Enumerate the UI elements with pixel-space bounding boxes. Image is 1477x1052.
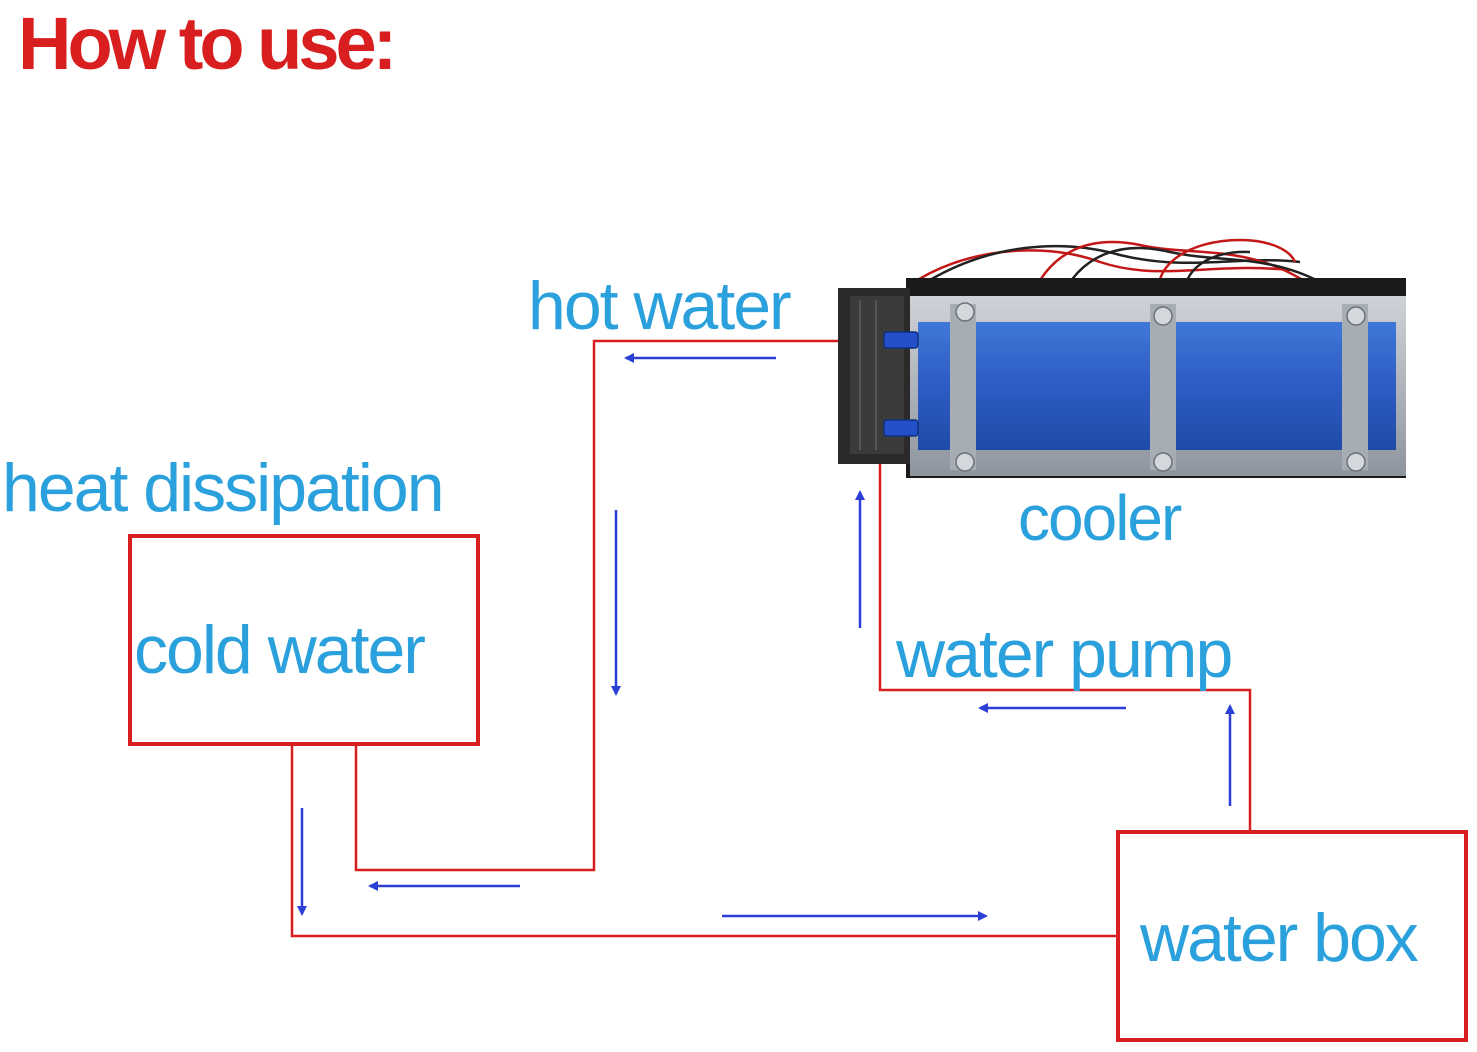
cooler-device (838, 238, 1406, 478)
hot-water-label: hot water (528, 268, 792, 344)
water-pump-label: water pump (896, 616, 1233, 692)
cold-water-label: cold water (134, 612, 426, 688)
cooler-label: cooler (1018, 482, 1182, 554)
page-title: How to use: (18, 2, 397, 85)
pump-pipe (878, 428, 1252, 832)
hot-water-pipe (354, 339, 885, 872)
heat-dissipation-label: heat dissipation (2, 450, 445, 526)
water-box-label: water box (1140, 900, 1419, 976)
return-pipe (290, 744, 1118, 938)
cold-water-box (128, 534, 480, 746)
